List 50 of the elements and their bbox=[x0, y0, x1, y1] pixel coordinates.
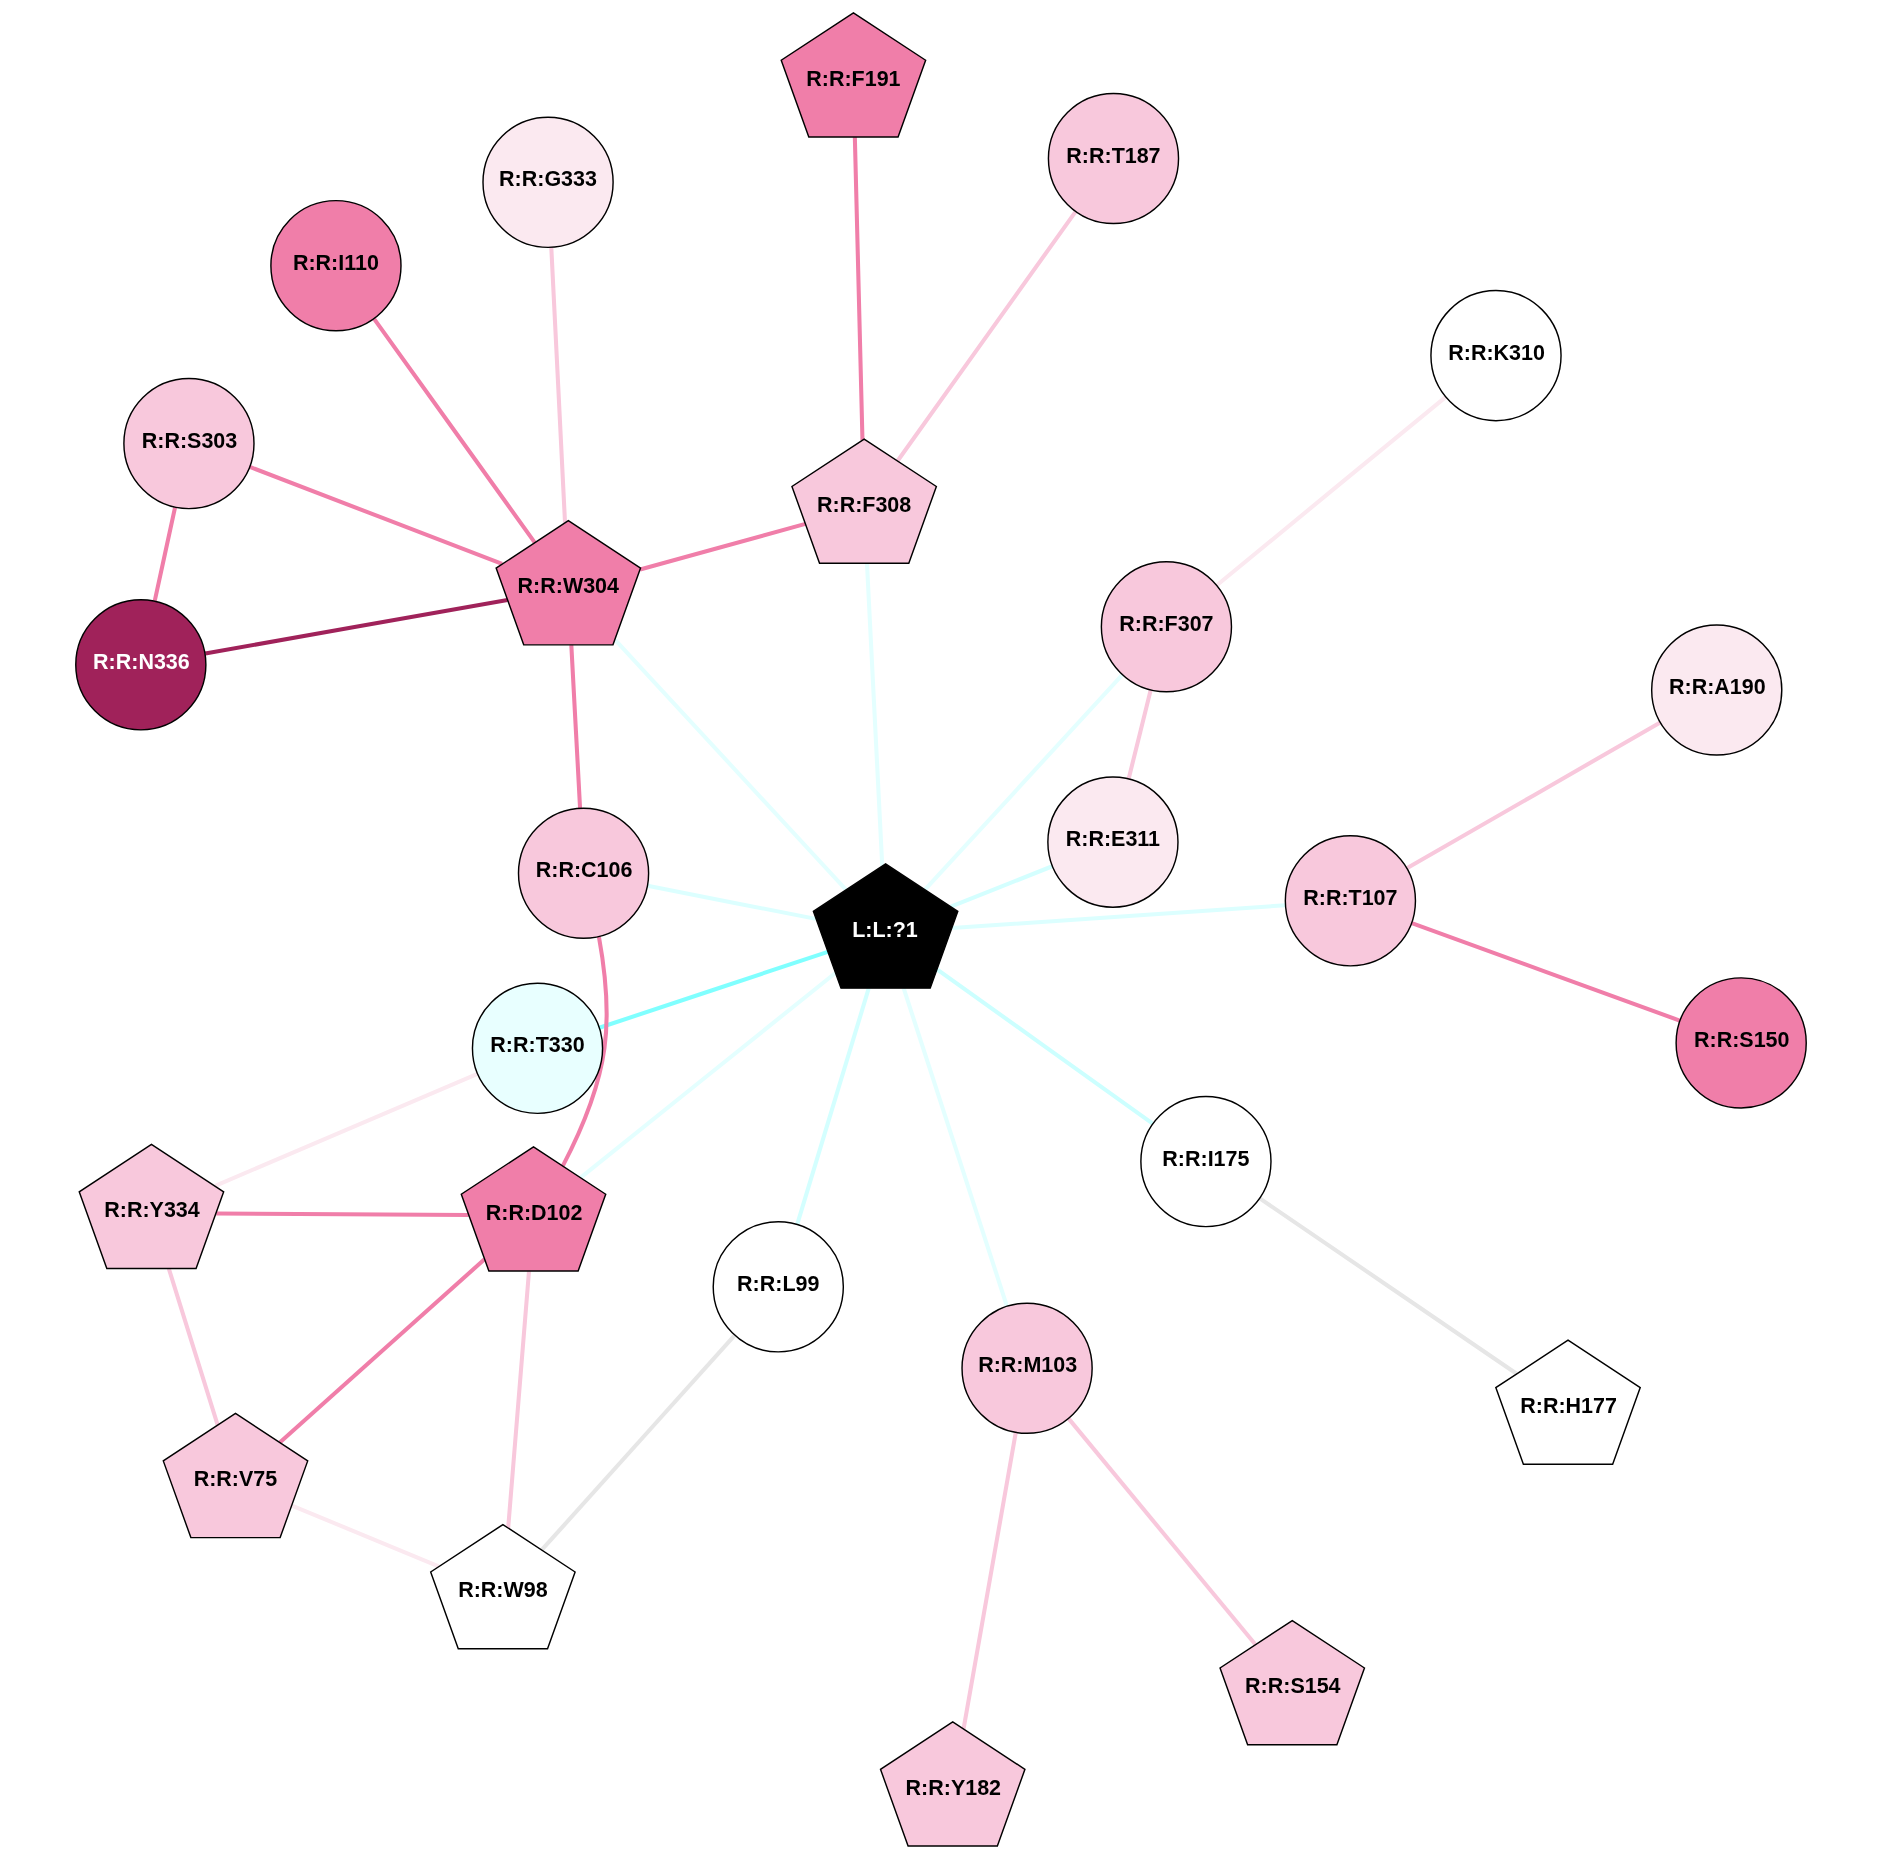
connector bbox=[852, 137, 864, 441]
connector bbox=[1258, 1196, 1517, 1376]
connector bbox=[290, 1503, 439, 1569]
connector bbox=[794, 988, 871, 1225]
connector bbox=[204, 598, 508, 656]
connector bbox=[215, 1211, 469, 1218]
connector bbox=[961, 1432, 1018, 1730]
connector bbox=[864, 563, 884, 866]
node-circle: R:R:T330 bbox=[471, 982, 603, 1115]
node-circle: R:R:I110 bbox=[269, 199, 402, 332]
node-circle: R:R:K310 bbox=[1429, 289, 1562, 422]
connector bbox=[598, 949, 828, 1030]
node-circle: R:R:A190 bbox=[1650, 624, 1782, 756]
node-circle: R:R:S303 bbox=[122, 377, 255, 510]
node-circle: R:R:E311 bbox=[1046, 776, 1179, 908]
connector bbox=[646, 883, 816, 921]
node-circle: R:R:S150 bbox=[1674, 977, 1807, 1109]
connector bbox=[639, 521, 806, 572]
connector bbox=[548, 247, 567, 523]
node-circle: R:R:F307 bbox=[1100, 560, 1232, 693]
node-circle: R:R:T187 bbox=[1047, 92, 1179, 225]
connector bbox=[613, 638, 848, 892]
connector bbox=[1410, 921, 1680, 1023]
connector bbox=[213, 1072, 478, 1188]
node-circle: R:R:I175 bbox=[1139, 1095, 1272, 1228]
connector bbox=[277, 1257, 486, 1444]
connector bbox=[1405, 720, 1661, 871]
connector bbox=[923, 673, 1124, 892]
connector bbox=[505, 1270, 531, 1528]
node-circle: R:R:T107 bbox=[1284, 835, 1416, 967]
connector bbox=[1215, 395, 1447, 587]
node-circle: R:R:L99 bbox=[712, 1221, 844, 1353]
connector bbox=[1066, 1417, 1257, 1646]
node-circle: R:R:C106 bbox=[517, 807, 649, 939]
connector bbox=[935, 967, 1154, 1126]
connector bbox=[152, 506, 177, 602]
connector bbox=[560, 936, 609, 1167]
node-circle: R:R:N336 bbox=[74, 599, 207, 731]
connector bbox=[539, 1334, 736, 1552]
connector bbox=[166, 1268, 220, 1426]
connector bbox=[949, 864, 1053, 909]
connector bbox=[371, 317, 536, 544]
connector bbox=[895, 210, 1077, 463]
node-circle: R:R:M103 bbox=[960, 1302, 1093, 1435]
connector bbox=[578, 971, 837, 1180]
connector bbox=[248, 465, 503, 566]
connector bbox=[568, 644, 582, 809]
connector bbox=[1126, 689, 1153, 780]
node-circle: R:R:G333 bbox=[481, 116, 614, 249]
connector bbox=[951, 903, 1285, 931]
